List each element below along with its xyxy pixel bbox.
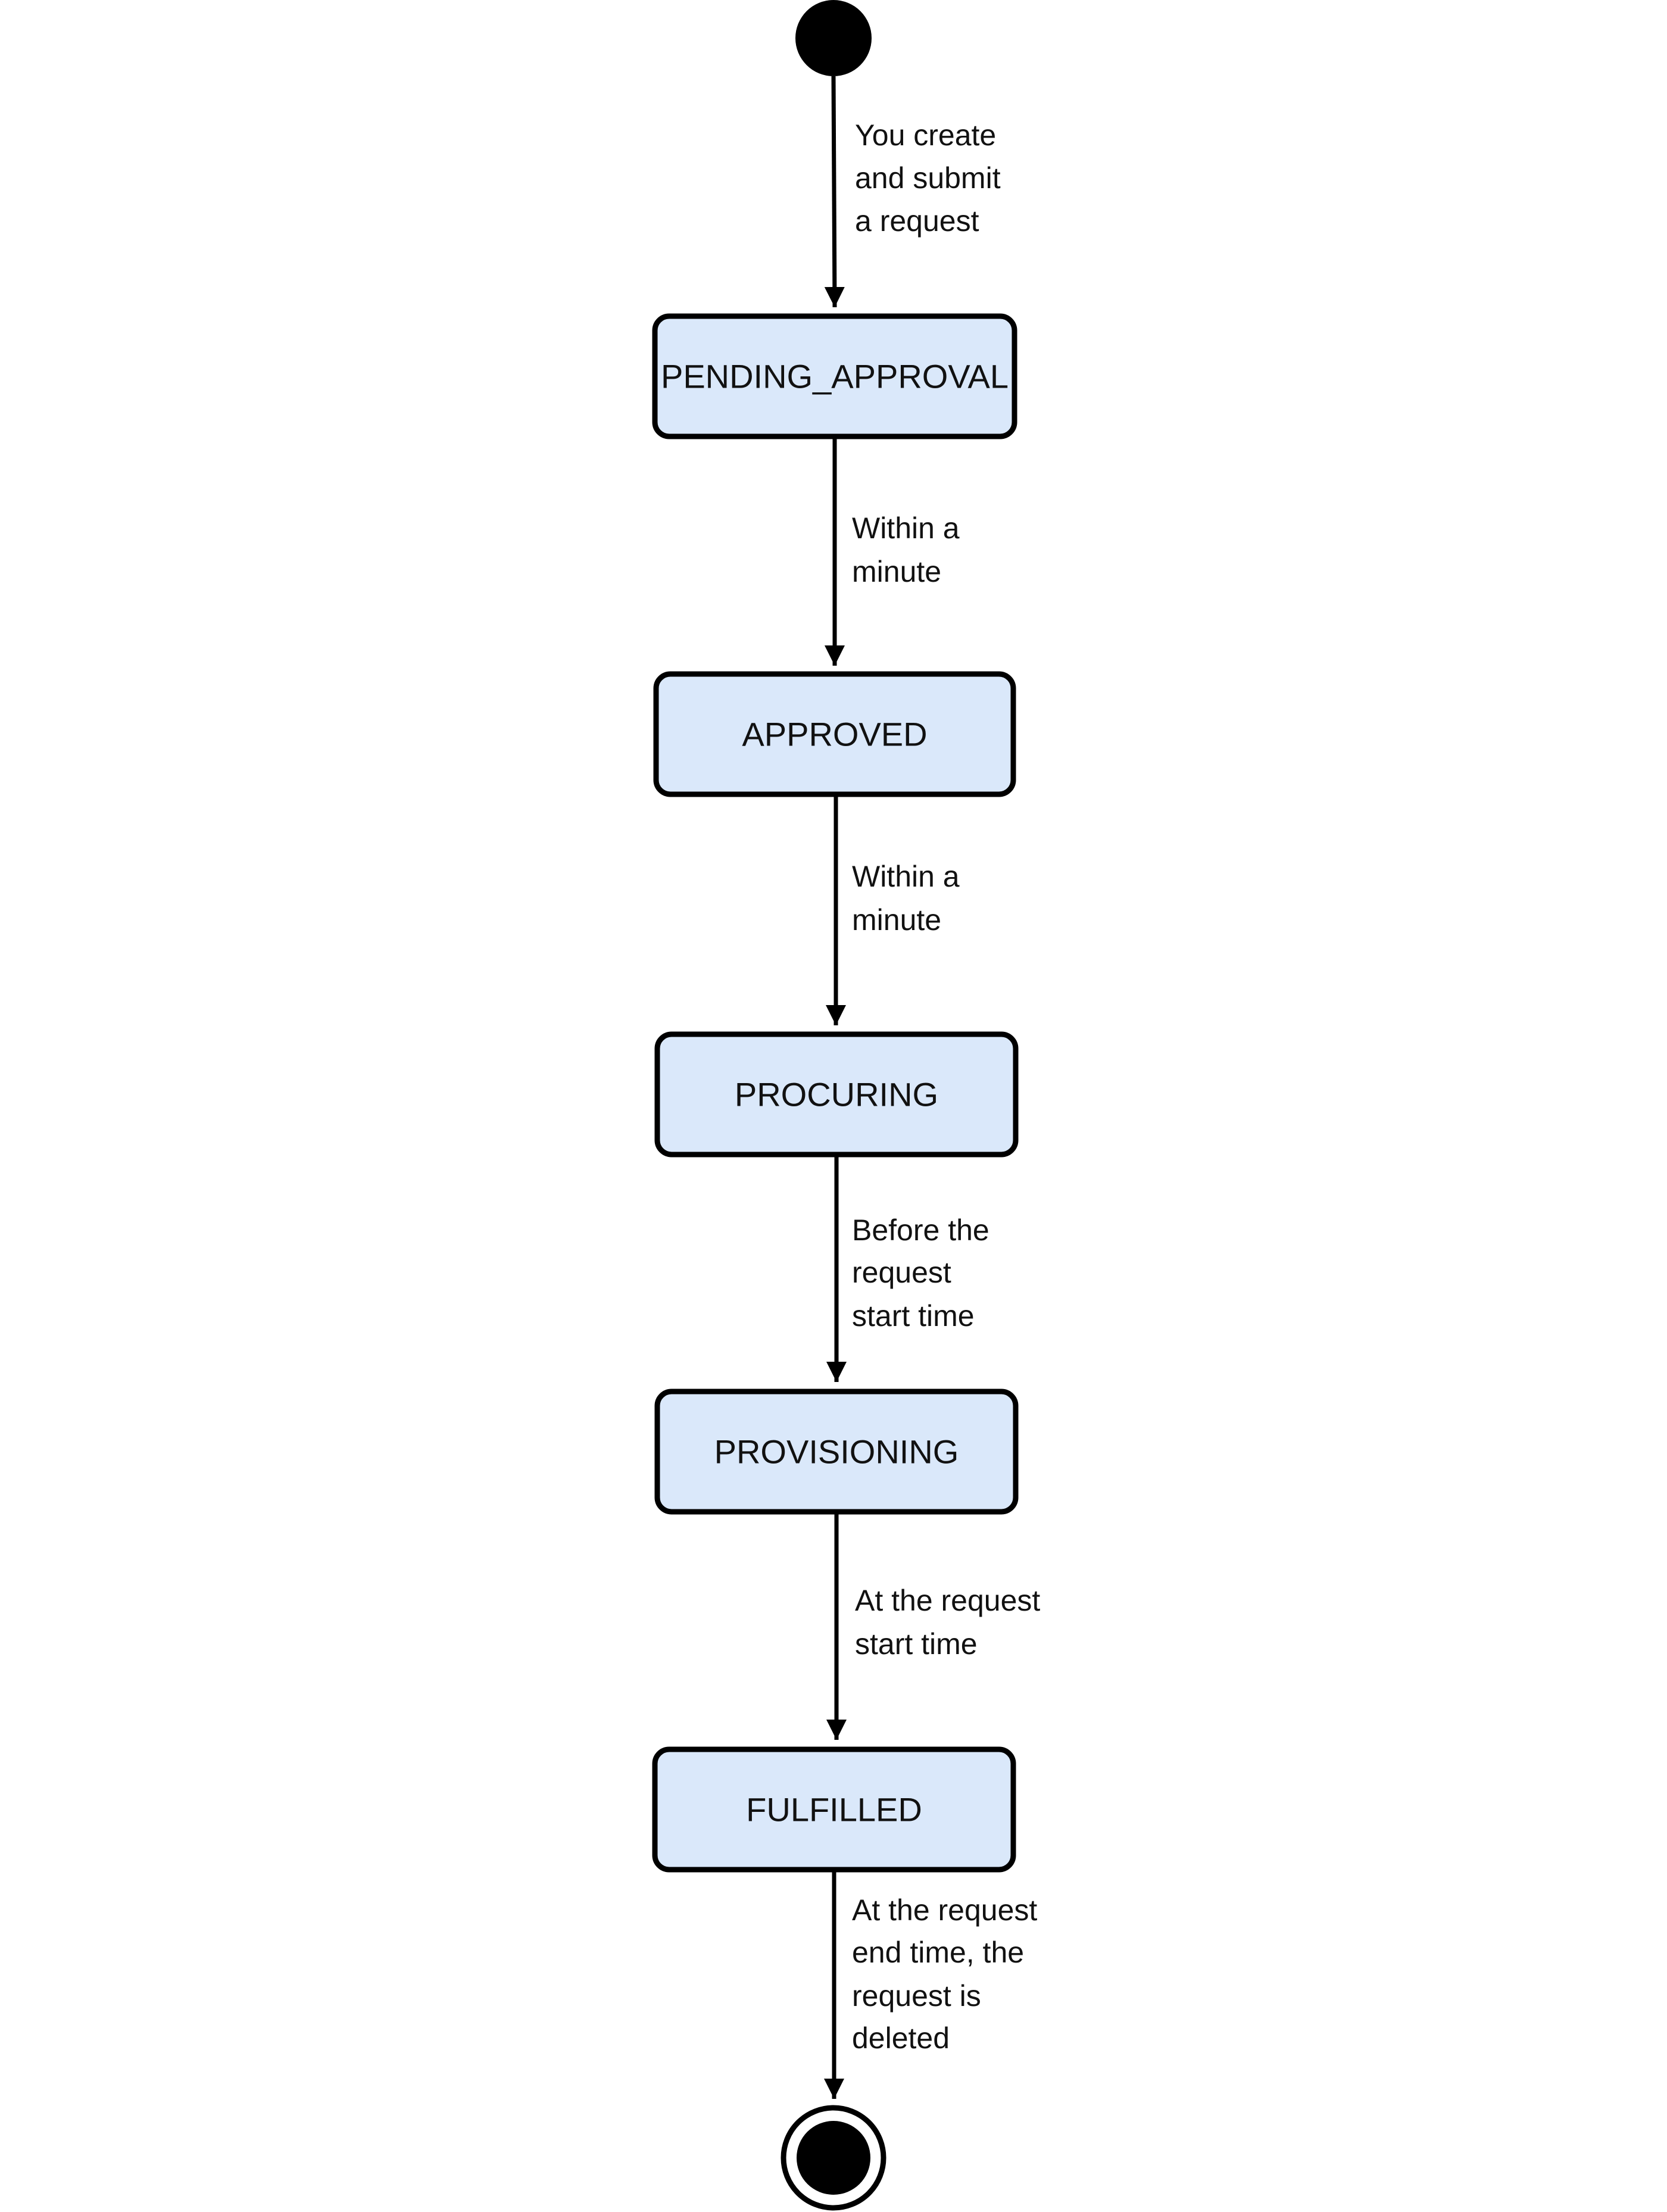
transition-fulfilled-to-end: At the request end time, the request is …: [824, 1870, 1045, 2099]
label-line: At the request: [852, 1893, 1037, 1927]
state-label: PENDING_APPROVAL: [661, 358, 1009, 395]
label-line: and submit: [855, 161, 1001, 195]
label-line: You create: [855, 118, 996, 152]
state-box: [652, 1746, 1016, 1873]
final-state-ring: [781, 2105, 886, 2211]
initial-state-node: [795, 0, 872, 76]
state-box: [652, 313, 1017, 439]
transition-arrow: [824, 76, 845, 308]
state-approved: APPROVED: [653, 671, 1016, 797]
label-line: deleted: [852, 2021, 950, 2055]
label-line: request is: [852, 1979, 981, 2013]
transition-label: At the request end time, the request is …: [852, 1893, 1045, 2055]
label-line: Within a: [852, 511, 960, 545]
final-state-dot: [797, 2121, 870, 2195]
transition-procuring-to-provisioning: Before the request start time: [826, 1155, 998, 1382]
state-provisioning: PROVISIONING: [654, 1389, 1019, 1515]
label-line: end time, the: [852, 1936, 1024, 1969]
state-box: [654, 1031, 1019, 1158]
state-label: PROVISIONING: [714, 1433, 959, 1471]
label-line: start time: [852, 1299, 975, 1333]
label-line: Within a: [852, 860, 960, 893]
transition-label: At the request start time: [855, 1584, 1048, 1661]
state-pending-approval: PENDING_APPROVAL: [652, 313, 1017, 439]
label-line: a request: [855, 204, 979, 238]
transitions: You create and submit a request Within a…: [824, 76, 1048, 2099]
state-procuring: PROCURING: [654, 1031, 1019, 1158]
label-line: request: [852, 1256, 951, 1289]
label-line: At the request: [855, 1584, 1040, 1617]
transition-approved-to-procuring: Within a minute: [826, 794, 968, 1025]
transition-label: You create and submit a request: [855, 118, 1009, 238]
transition-label: Before the request start time: [852, 1213, 998, 1333]
transition-label: Within a minute: [852, 860, 968, 937]
transition-start-to-pending: You create and submit a request: [824, 76, 1009, 308]
transition-provisioning-to-fulfilled: At the request start time: [826, 1512, 1048, 1740]
state-label: PROCURING: [735, 1076, 938, 1113]
state-box: [654, 1389, 1019, 1515]
state-label: FULFILLED: [746, 1791, 922, 1829]
final-state-node: [781, 2105, 886, 2211]
label-line: minute: [852, 555, 941, 588]
label-line: Before the: [852, 1213, 989, 1247]
state-label: APPROVED: [742, 716, 927, 753]
state-box: [653, 671, 1016, 797]
label-line: start time: [855, 1627, 978, 1661]
label-line: minute: [852, 903, 941, 937]
transition-pending-to-approved: Within a minute: [825, 436, 968, 666]
transition-label: Within a minute: [852, 511, 968, 588]
state-fulfilled: FULFILLED: [652, 1746, 1016, 1873]
